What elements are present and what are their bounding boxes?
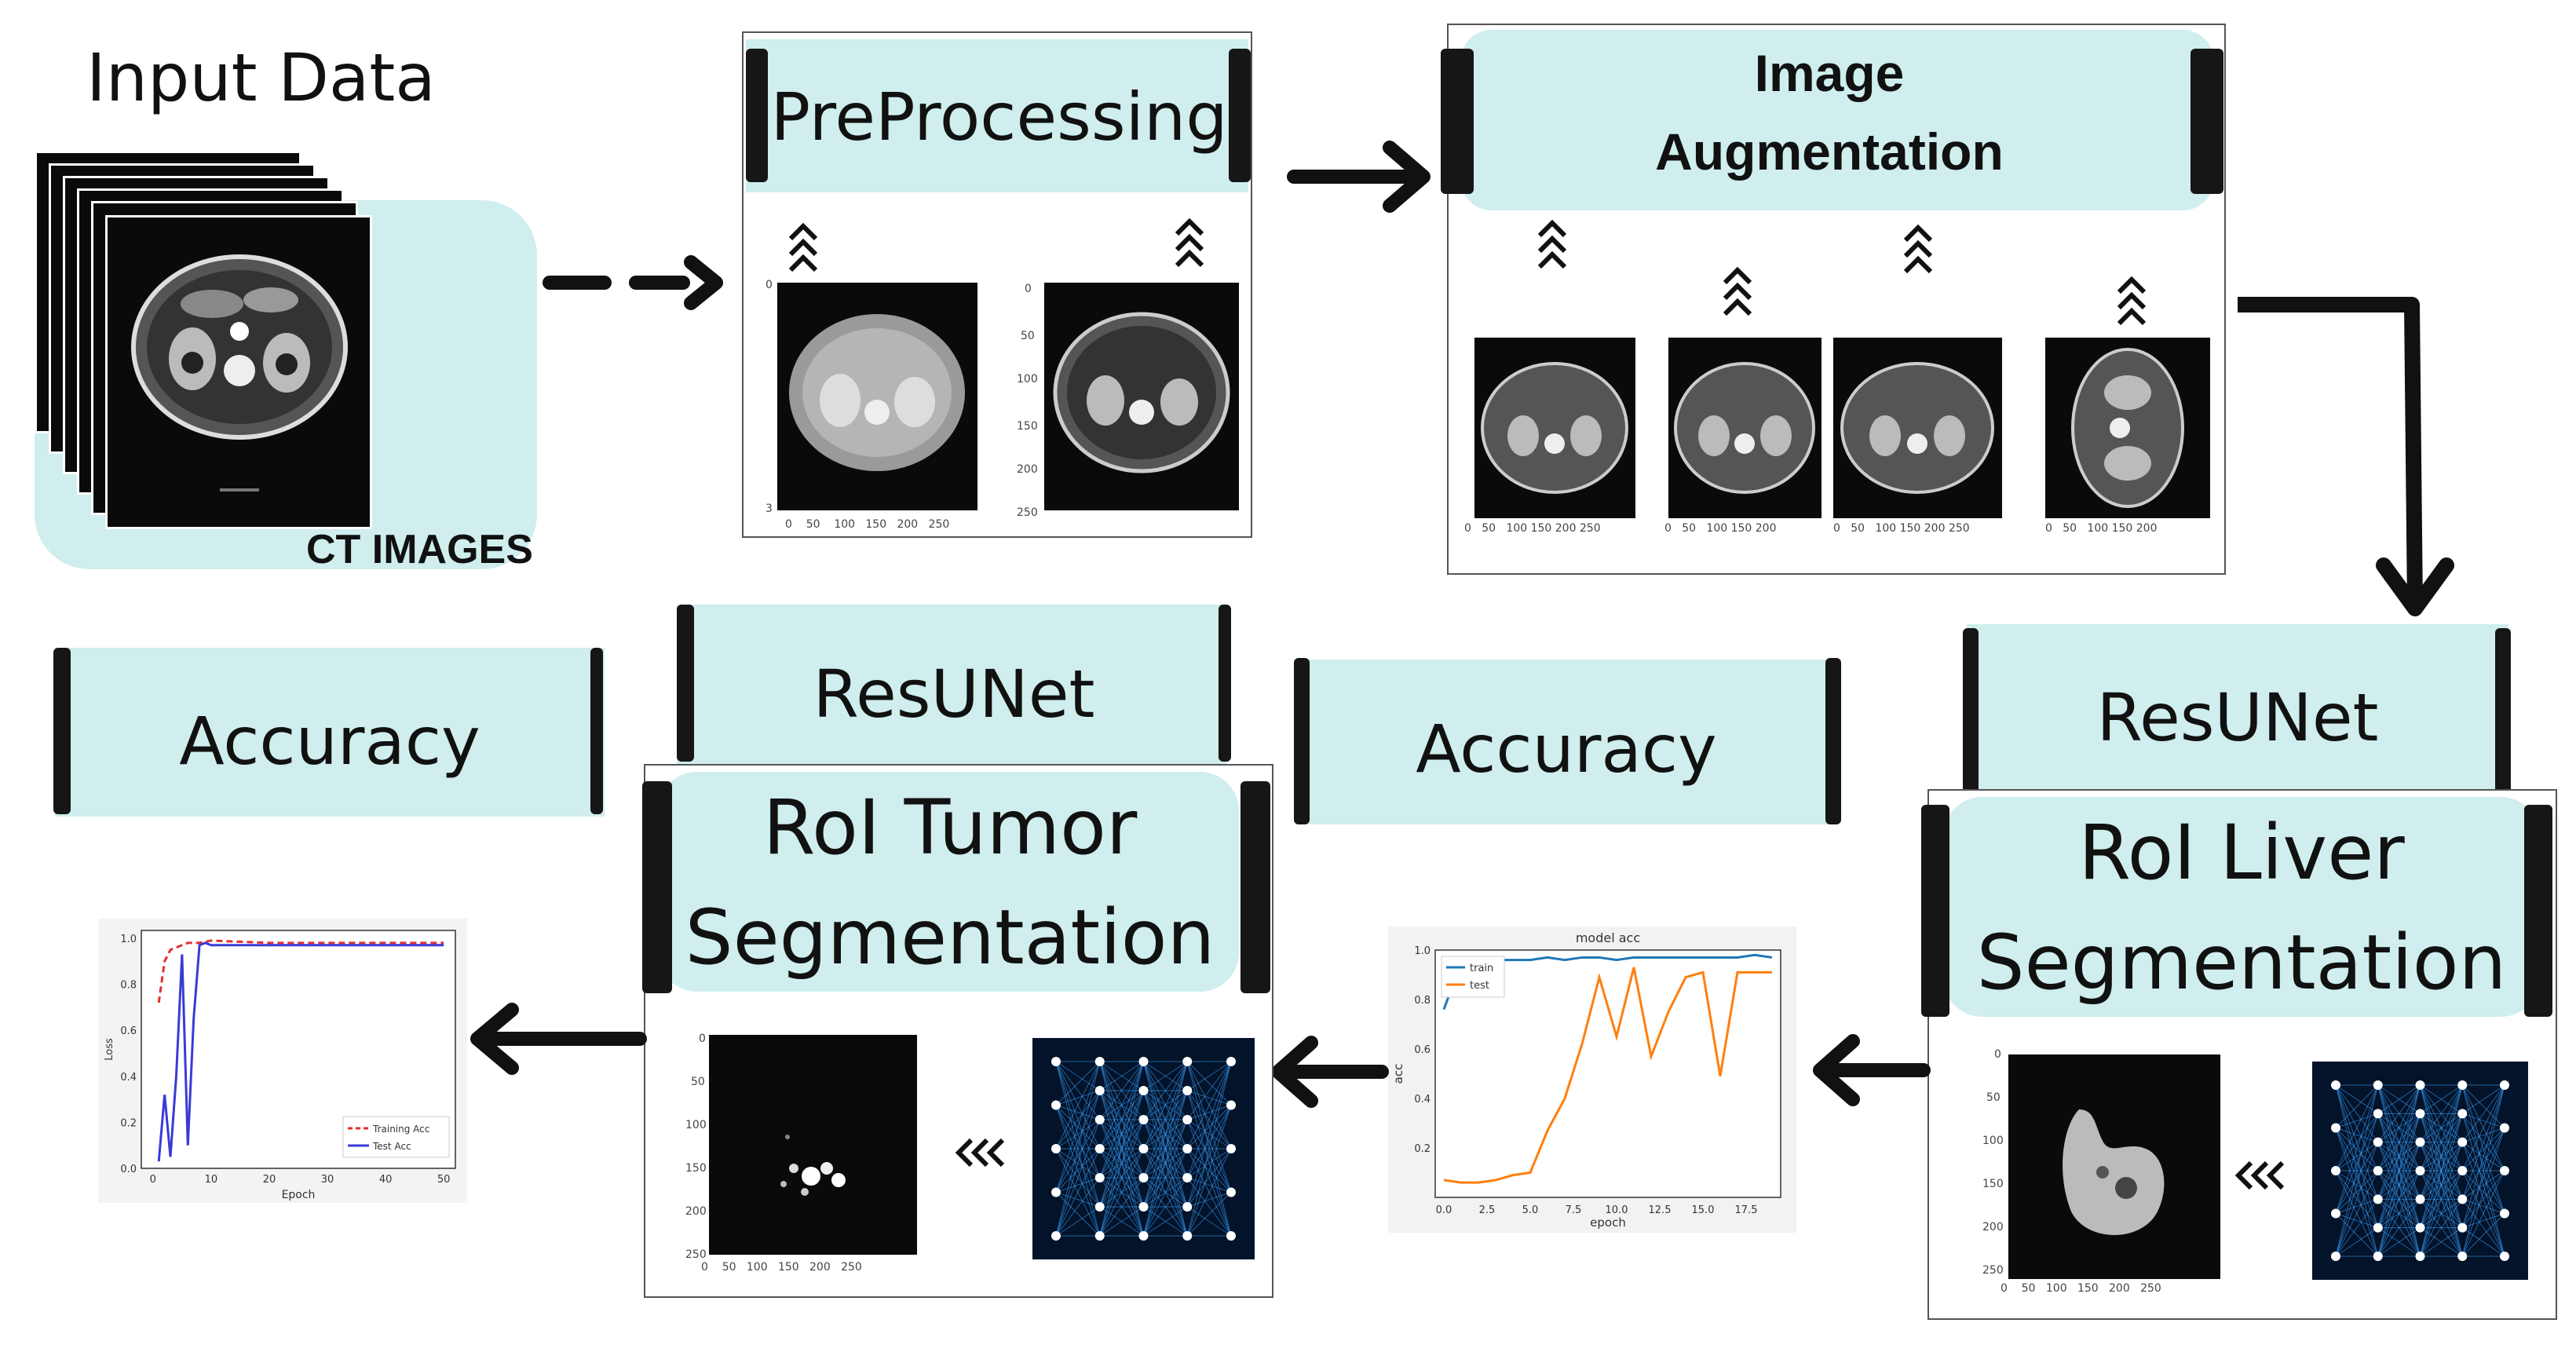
accuracy-mid-title: Accuracy — [1416, 711, 1717, 788]
elbow-arrow-icon — [2238, 297, 2454, 616]
augmented-ct-image-3 — [1833, 338, 2002, 518]
chevron-up-icon — [788, 222, 818, 272]
legend-label: train — [1470, 963, 1493, 974]
preprocessing-header — [746, 39, 1248, 192]
legend — [342, 1116, 450, 1158]
y-tick-label: 1.0 — [1414, 945, 1431, 957]
x-tick-label: 50 — [437, 1174, 451, 1186]
x-tick-label: 10.0 — [1606, 1204, 1628, 1216]
y-axis-label: Loss — [104, 1038, 115, 1061]
x-tick-label: 40 — [379, 1174, 393, 1186]
y-axis-label: acc — [1391, 1064, 1405, 1084]
tumor-resunet-header — [677, 605, 1226, 777]
dashed-arrow-icon — [543, 255, 723, 310]
chevron-left-icon — [2234, 1160, 2285, 1190]
tumor-segmentation-header — [658, 772, 1239, 992]
plot-area — [1434, 949, 1781, 1198]
series-line-Test-Acc — [157, 941, 444, 1162]
legend — [1441, 956, 1505, 998]
y-tick-label: 0.6 — [120, 1025, 137, 1037]
chevron-up-icon — [2117, 276, 2147, 326]
augmented-ct-image-4 — [2045, 338, 2210, 518]
preprocessed-ct-image-1 — [777, 283, 977, 510]
y-tick-label: 0.8 — [1414, 995, 1431, 1007]
y-tick-label: 0.6 — [1414, 1044, 1431, 1056]
liver-mask-image — [2008, 1054, 2220, 1279]
x-tick-label: 0 — [150, 1174, 156, 1186]
chevron-left-icon — [955, 1138, 1005, 1168]
neural-network-image — [1032, 1038, 1255, 1259]
series-line-Training-Acc — [157, 939, 444, 1003]
tumor-segmentation-title-line1: RoI Tumor — [762, 784, 1138, 872]
liver-resunet-header — [1967, 624, 2508, 797]
neural-network-image — [2312, 1062, 2528, 1280]
x-axis-label: Epoch — [282, 1189, 316, 1201]
x-tick-label: 7.5 — [1566, 1204, 1582, 1216]
y-tick-label: 1.0 — [120, 934, 137, 945]
ct-scan-image — [118, 229, 361, 520]
y-tick-label: 0.0 — [120, 1164, 137, 1175]
x-tick-label: 10 — [205, 1174, 218, 1186]
ct-images-caption: CT IMAGES — [306, 527, 533, 572]
x-tick-label: 30 — [321, 1174, 334, 1186]
augmented-ct-image-1 — [1474, 338, 1635, 518]
x-tick-label: 0.0 — [1436, 1204, 1452, 1216]
x-tick-label: 20 — [263, 1174, 276, 1186]
accuracy-left-box — [55, 648, 605, 817]
x-tick-label: 5.0 — [1522, 1204, 1539, 1216]
chevron-up-icon — [1723, 266, 1752, 316]
preprocessed-ct-image-2 — [1044, 283, 1239, 510]
arrow-left-icon — [1271, 1036, 1389, 1108]
arrow-right-icon — [1287, 141, 1431, 213]
x-tick-label: 2.5 — [1479, 1204, 1496, 1216]
x-tick-label: 17.5 — [1735, 1204, 1758, 1216]
tumor-resunet-title: ResUNet — [813, 656, 1095, 733]
input-data-title: Input Data — [86, 39, 436, 116]
x-axis-label: epoch — [1590, 1215, 1626, 1230]
y-tick-label: 0.4 — [120, 1072, 137, 1084]
chevron-up-icon — [1537, 219, 1567, 269]
arrow-left-icon — [470, 1003, 647, 1075]
model-acc-chart: model acc epoch acc 0.0 2.5 5.0 7.5 10.0 12.5 15.… — [1388, 927, 1796, 1233]
x-tick-label: 15.0 — [1692, 1204, 1715, 1216]
y-tick-label: 0.4 — [1414, 1094, 1431, 1106]
y-tick-label: 0.8 — [120, 980, 137, 992]
chevron-up-icon — [1175, 217, 1204, 268]
legend-label: Training Acc — [372, 1124, 429, 1135]
y-tick-label: 0.2 — [1414, 1143, 1431, 1155]
augmentation-title-line2: Augmentation — [1655, 122, 2004, 181]
legend-label: test — [1470, 980, 1489, 992]
accuracy-left-title: Accuracy — [179, 703, 480, 780]
tumor-mask-image — [709, 1035, 917, 1255]
augmentation-title-line1: Image — [1754, 44, 1905, 102]
y-tick-label: 0.2 — [120, 1117, 137, 1129]
augmentation-header — [1460, 30, 2214, 210]
liver-resunet-title: ResUNet — [2096, 679, 2379, 756]
series-line-test — [1443, 967, 1772, 1184]
accuracy-mid-box — [1295, 660, 1837, 824]
legend-label: Test Acc — [372, 1141, 411, 1152]
preprocessing-title: PreProcessing — [770, 79, 1228, 155]
chevron-up-icon — [1903, 224, 1933, 274]
arrow-left-icon — [1813, 1034, 1931, 1106]
liver-segmentation-title-line1: RoI Liver — [2078, 809, 2405, 897]
liver-segmentation-header — [1943, 797, 2540, 1017]
liver-segmentation-title-line2: Segmentation — [1976, 919, 2507, 1007]
chart-title: model acc — [1576, 930, 1640, 945]
augmented-ct-image-2 — [1668, 338, 1821, 518]
tumor-segmentation-title-line2: Segmentation — [685, 894, 1215, 981]
x-tick-label: 12.5 — [1649, 1204, 1672, 1216]
